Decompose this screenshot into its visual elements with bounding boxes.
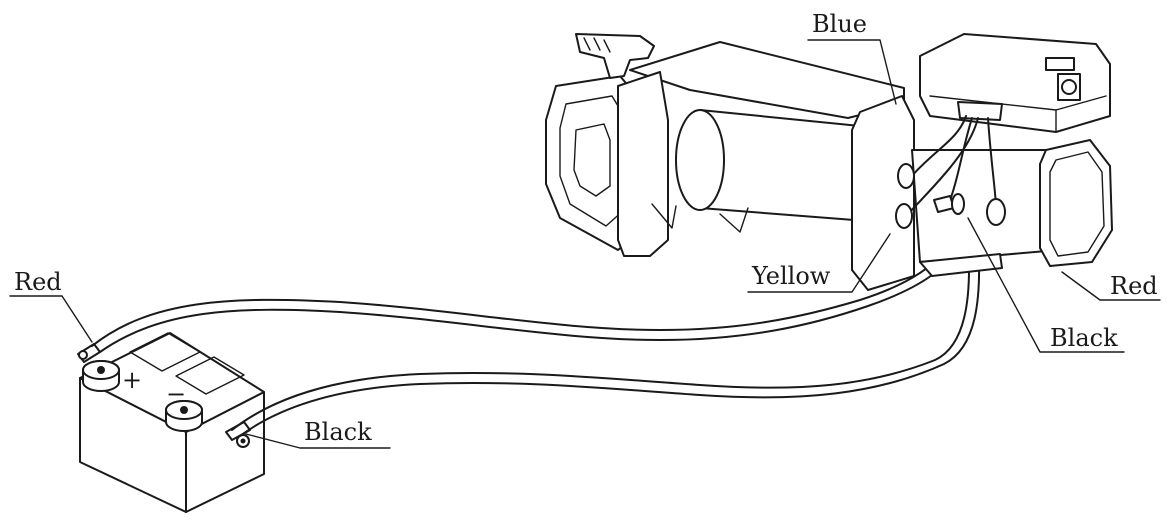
battery-minus-symbol: − xyxy=(166,380,186,408)
battery-negative-terminal xyxy=(165,400,203,432)
battery: + − xyxy=(77,332,265,513)
label-winch-red: Red xyxy=(1110,272,1158,300)
label-battery-black: Black xyxy=(304,418,372,446)
label-battery-red: Red xyxy=(14,268,62,296)
label-winch-black: Black xyxy=(1050,324,1118,352)
battery-plus-symbol: + xyxy=(122,366,142,394)
label-winch-blue: Blue xyxy=(812,10,867,38)
label-winch-yellow: Yellow xyxy=(751,262,831,290)
battery-positive-terminal xyxy=(82,360,120,392)
cables xyxy=(91,231,981,437)
winch xyxy=(545,33,1113,291)
leader-lines xyxy=(9,39,1161,449)
